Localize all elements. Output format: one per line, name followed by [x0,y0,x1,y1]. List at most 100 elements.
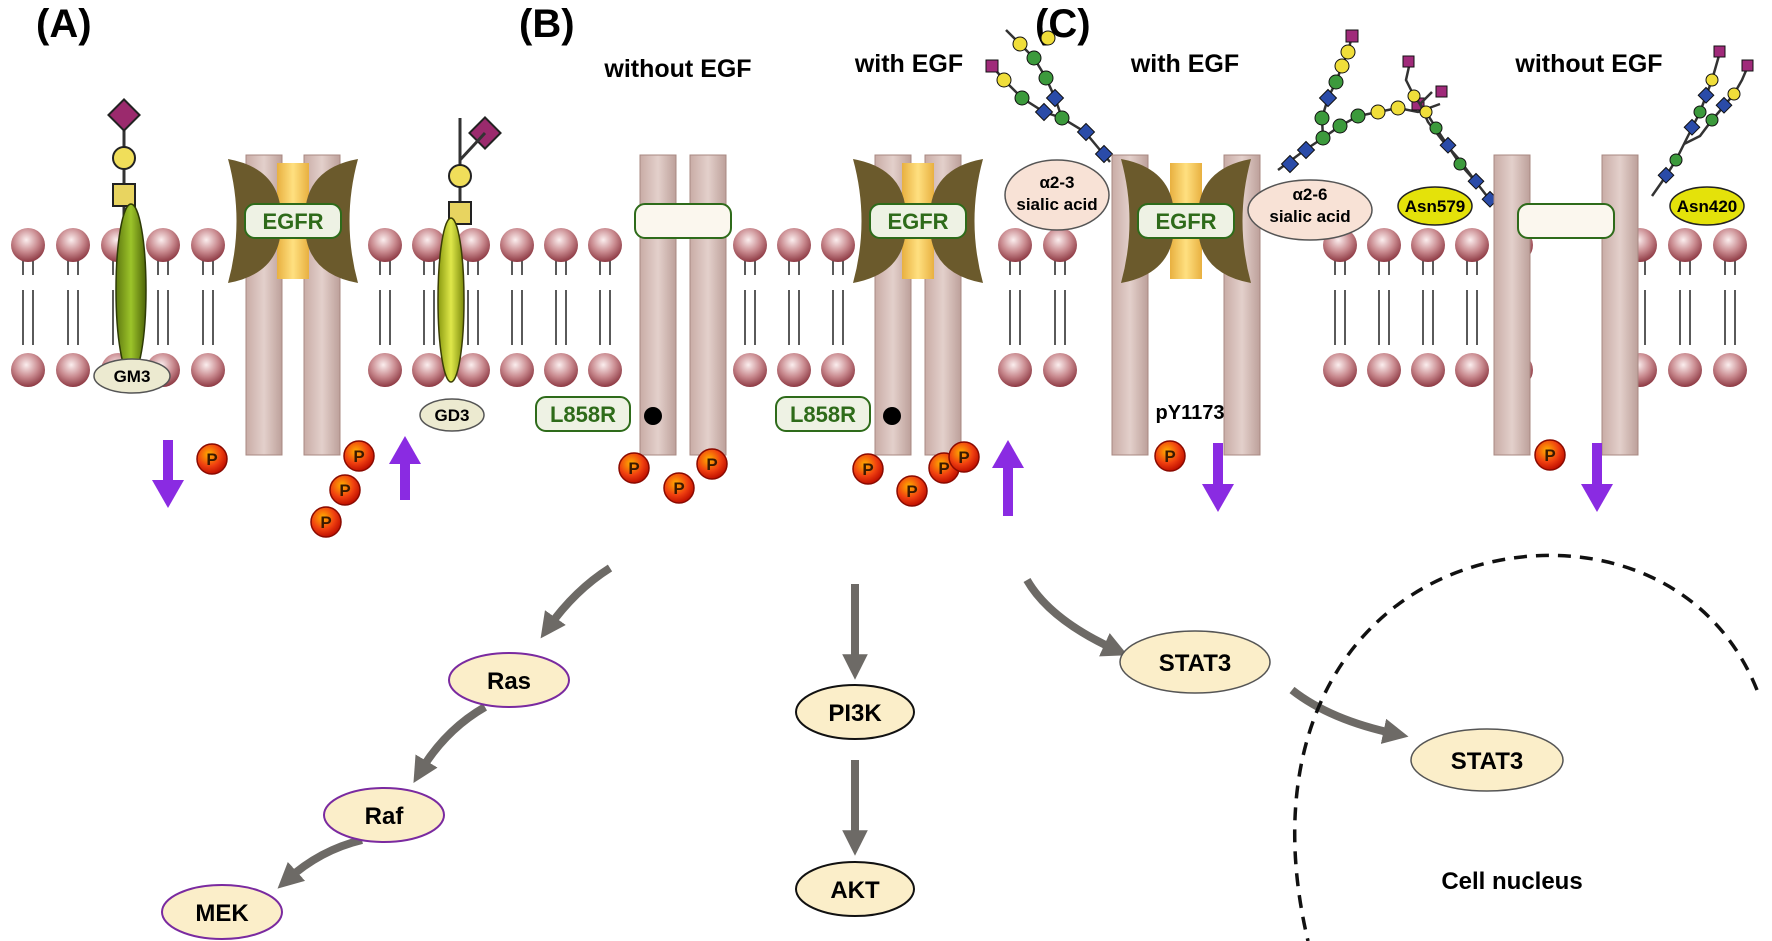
akt-label: AKT [830,877,880,904]
mek-label: MEK [195,900,249,927]
lipid-bilayer [11,228,1747,387]
down-arrow-icon [152,440,184,508]
lipid-head [500,228,534,262]
egfr-label-box [244,203,342,239]
lipid-head [412,353,446,387]
l858r-text: L858R [550,402,616,427]
lipid-head [412,228,446,262]
lipid-head [588,228,622,262]
galactose-icon [448,164,472,188]
svg-text:P: P [339,481,350,500]
lipid-head [1455,228,1489,262]
lipid-head [1367,228,1401,262]
arrow-to-ras [540,564,613,639]
lipid-head [821,228,855,262]
mutation-site-icon [644,407,662,425]
raf-label: Raf [365,803,405,830]
inactive-ligand-site [634,203,732,239]
lipid-head [1713,353,1747,387]
nucleus-membrane [1293,553,1759,941]
arrow-to-stat3 [1023,577,1128,657]
arrow-to-nuclear-stat3 [1289,686,1409,744]
asn420-text: Asn420 [1677,197,1737,216]
node-pi3k: PI3K [795,684,915,740]
sialic-acid-icon [107,98,141,132]
node-stat3-cytoplasm: STAT3 [1119,630,1271,694]
alpha23-line2: sialic acid [1016,195,1097,214]
svg-text:P: P [673,479,684,498]
receptor-layer: EGFR EGFR EGFR [228,154,1639,456]
svg-text:P: P [958,448,969,467]
svg-text:P: P [628,459,639,478]
lipid-head [544,228,578,262]
gd3-label: GD3 [435,406,470,425]
down-arrow-icon [1202,443,1234,512]
phosphate-icon: P [329,474,361,506]
asn420-label: Asn420 [1669,186,1745,226]
lipid-head [544,353,578,387]
regulation-arrows [152,436,1613,516]
alpha26-sialic-label: α2-6 sialic acid [1247,179,1373,241]
lipid-head [1323,353,1357,387]
gm3-ganglioside: GM3 [93,98,171,394]
arrow-to-mek [277,836,363,889]
condition-c-with-egf: with EGF [1130,50,1239,78]
svg-text:P: P [1164,447,1175,466]
egfr-label: EGFR [1155,209,1216,234]
alpha26-line1: α2-6 [1292,185,1327,204]
node-akt: AKT [795,861,915,917]
lipid-head [368,353,402,387]
phosphate-icon: P [310,506,342,538]
alpha23-line1: α2-3 [1039,173,1074,192]
lipid-head [1367,353,1401,387]
egfr-dimer: EGFR [1121,159,1251,283]
svg-text:P: P [1544,446,1555,465]
svg-text:P: P [938,459,949,478]
svg-text:P: P [906,482,917,501]
glucose-icon [112,183,136,207]
lipid-head [1668,353,1702,387]
lipid-head [1411,228,1445,262]
lipid-head [11,228,45,262]
svg-text:P: P [206,450,217,469]
transmembrane-domain [1601,154,1639,456]
inactive-ligand-site [1517,203,1615,239]
gd3-ganglioside: GD3 [419,116,502,432]
lipid-head [456,353,490,387]
lipid-head [1043,353,1077,387]
egfr-dimer: EGFR [228,159,358,283]
lipid-head [998,228,1032,262]
glucose-icon [448,201,472,225]
gm3-label: GM3 [114,367,151,386]
phosphate-icon: P [196,443,228,475]
node-mek: MEK [161,884,283,940]
lipid-head [1455,353,1489,387]
phosphate-icon: P [1534,439,1566,471]
phosphate-icon: P [852,453,884,485]
node-ras: Ras [448,652,570,708]
lipid-head [191,353,225,387]
pi3k-label: PI3K [828,700,882,727]
stat3-nuc-label: STAT3 [1451,748,1523,775]
svg-text:P: P [706,455,717,474]
condition-c-without-egf: without EGF [1514,50,1662,78]
lipid-head [146,228,180,262]
n-glycan-left [985,29,1114,164]
phosphate-icon: P [948,441,980,473]
svg-text:P: P [320,513,331,532]
lipid-head [56,228,90,262]
lipid-head [56,353,90,387]
svg-text:P: P [353,447,364,466]
asn579-label: Asn579 [1397,186,1473,226]
phosphate-icon: P [663,472,695,504]
n-glycan-asn579 [1402,55,1499,208]
egfr-dimer: EGFR [853,159,983,283]
egfr-label-box [1137,203,1235,239]
down-arrow-icon [1581,443,1613,512]
lipid-head [1713,228,1747,262]
gm3-node [93,358,171,394]
panel-a-label: (A) [36,2,92,46]
phosphate-icon: P [1154,440,1186,472]
